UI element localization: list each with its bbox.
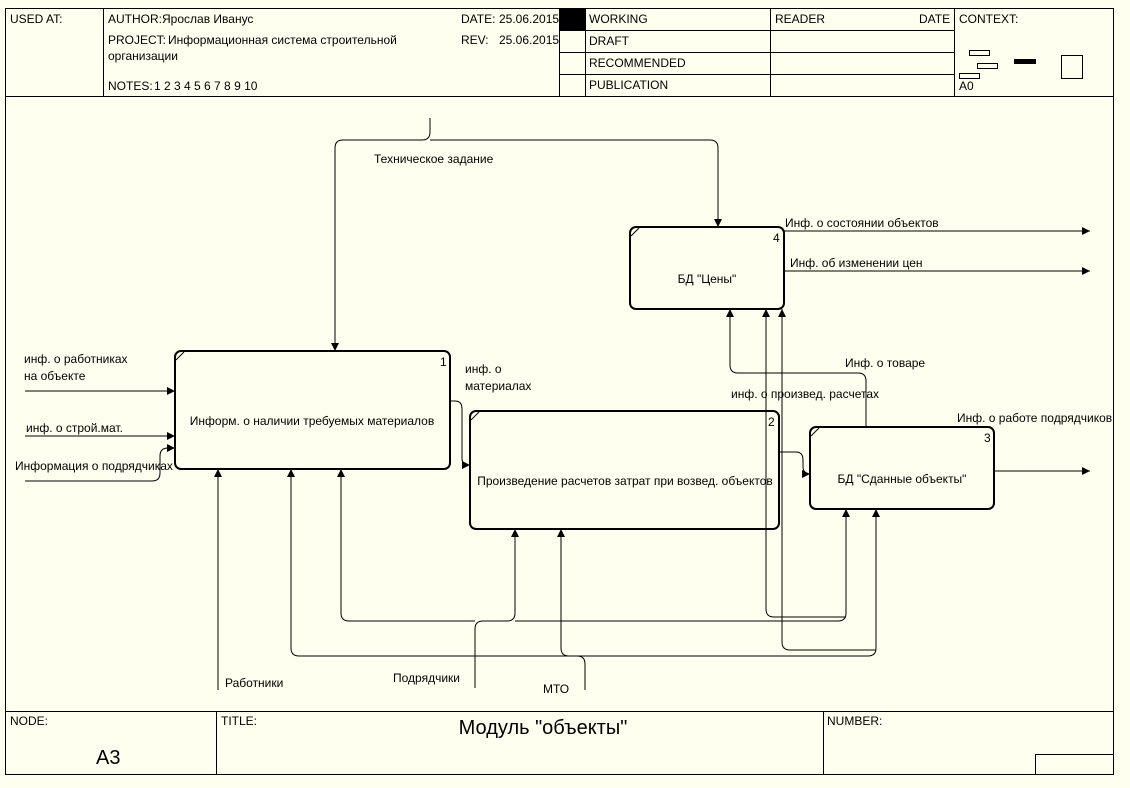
- status-draft: DRAFT: [589, 34, 630, 48]
- number-label: NUMBER:: [827, 714, 882, 728]
- arrow-contractors-to-box1: [337, 469, 475, 622]
- arrow-tech-task-to-box1: [331, 139, 422, 351]
- box-2-number: 2: [768, 415, 775, 429]
- label-inf-calc: инф. о произвед. расчетах: [731, 387, 879, 401]
- node-label: NODE:: [10, 714, 48, 728]
- used-at-label: USED AT:: [10, 12, 62, 26]
- arrow-mto-to-box3: [585, 509, 880, 657]
- box-1-label: Информ. о наличии требуемых материалов: [190, 414, 434, 428]
- box-1-number: 1: [440, 355, 447, 369]
- arrow-inf-goods: [726, 309, 867, 427]
- arrow-contractors-source: [474, 620, 484, 688]
- reader-label: READER: [775, 12, 825, 26]
- arrow-contractors-to-box3: [515, 509, 850, 622]
- label-mto: МТО: [543, 682, 569, 696]
- author-label: AUTHOR:: [108, 12, 162, 26]
- project-label: PROJECT:: [108, 33, 166, 47]
- arrow-tech-task-to-box4: [430, 139, 722, 227]
- footer-frame: [5, 711, 1114, 775]
- diagram-title: Модуль "объекты": [459, 717, 628, 739]
- diagram-frame: [5, 96, 1114, 712]
- author-name: Ярослав Иванус: [162, 12, 253, 26]
- arrow-mto-to-box4: [778, 309, 876, 651]
- rev-value: 25.06.2015: [499, 33, 559, 47]
- arrow-mto-to-box2: [557, 529, 585, 657]
- box-3-number: 3: [984, 431, 991, 445]
- label-info-contractors: Информация о подрядчиках: [15, 459, 173, 473]
- arrow-mto-to-box1: [287, 469, 577, 657]
- box-4-label: БД "Цены": [678, 272, 737, 286]
- arrow-inf-materials: [450, 400, 470, 469]
- status-publication: PUBLICATION: [589, 78, 668, 92]
- arrow-info-contractors: [25, 444, 175, 482]
- arrow-tech-task-source: [421, 118, 431, 141]
- reader-date-label: DATE: [919, 12, 950, 26]
- status-working: WORKING: [589, 12, 648, 26]
- status-recommended: RECOMMENDED: [589, 56, 686, 70]
- context-label: CONTEXT:: [959, 12, 1018, 26]
- label-inf-prices: Инф. об изменении цен: [790, 256, 923, 270]
- project-name-line2: организации: [108, 49, 178, 63]
- date-value: 25.06.2015: [499, 12, 559, 26]
- notes-list: 1 2 3 4 5 6 7 8 9 10: [154, 79, 258, 93]
- label-workers: Работники: [225, 676, 283, 690]
- node-value: А3: [96, 747, 120, 769]
- arrow-contractors-to-box4: [762, 309, 846, 618]
- label-inf-contractor-work: Инф. о работе подрядчиков: [957, 411, 1112, 425]
- label-inf-materials-2: материалах: [465, 379, 531, 393]
- box-2-label: Произведение расчетов затрат при возвед.…: [477, 474, 773, 488]
- activity-box-3[interactable]: 3 БД "Сданные объекты": [809, 426, 995, 510]
- title-label: TITLE:: [221, 714, 257, 728]
- label-contractors: Подрядчики: [393, 671, 460, 685]
- label-inf-state: Инф. о состоянии объектов: [785, 216, 939, 230]
- working-status-marker: [560, 9, 585, 30]
- box-4-number: 4: [773, 231, 780, 245]
- label-inf-goods: Инф. о товаре: [845, 356, 925, 370]
- context-node: A0: [959, 79, 974, 93]
- label-inf-workers-2: на объекте: [24, 369, 86, 383]
- box-3-label: БД "Сданные объекты": [838, 472, 967, 486]
- activity-box-4[interactable]: 4 БД "Цены": [629, 226, 785, 310]
- arrow-contractors-to-box2: [483, 529, 519, 622]
- label-tech-task: Техническое задание: [374, 152, 494, 166]
- project-name-line1: Информационная система строительной: [168, 33, 397, 47]
- label-inf-workers-1: инф. о работниках: [24, 352, 128, 366]
- activity-box-1[interactable]: 1 Информ. о наличии требуемых материалов: [174, 350, 451, 470]
- activity-box-2[interactable]: 2 Произведение расчетов затрат при возве…: [469, 410, 780, 530]
- context-thumbnail-bar: [1014, 59, 1036, 64]
- arrow-box2-to-box3: [779, 451, 811, 478]
- label-inf-materials-1: инф. о: [465, 362, 502, 376]
- label-inf-mat: инф. о строй.мат.: [26, 421, 123, 435]
- notes-label: NOTES:: [108, 79, 153, 93]
- arrow-mto-source: [576, 655, 586, 690]
- date-label: DATE:: [461, 12, 495, 26]
- context-thumbnail: [959, 50, 1083, 79]
- rev-label: REV:: [461, 33, 489, 47]
